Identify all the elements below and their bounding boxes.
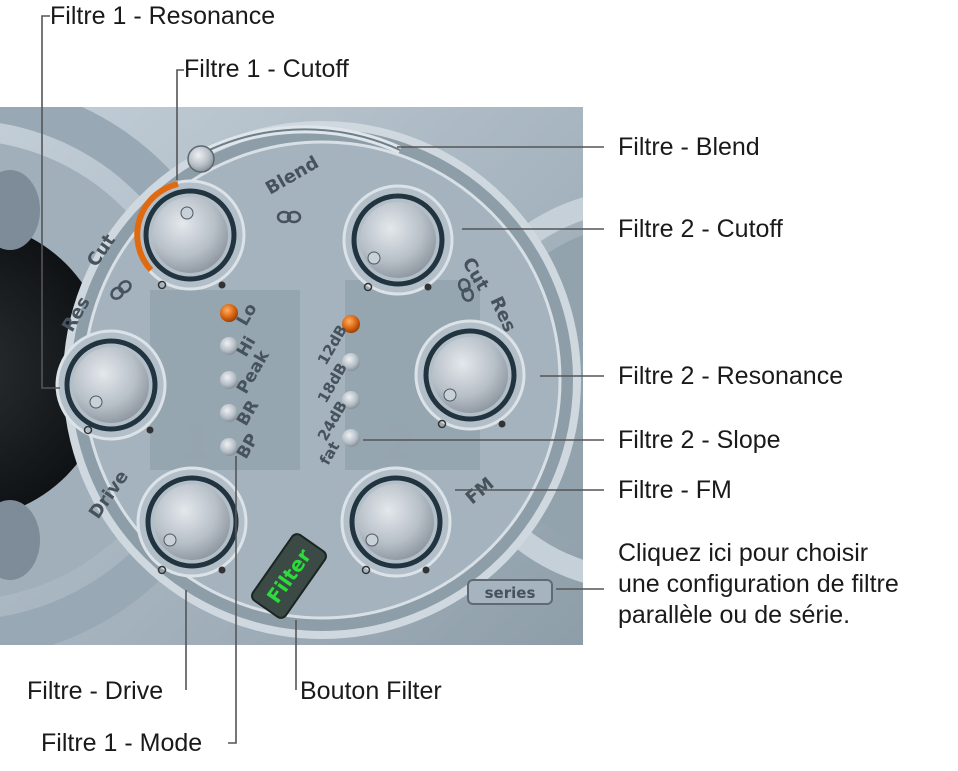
callout-series-note: Cliquez ici pour choisir une configurati… bbox=[618, 538, 899, 631]
blend-slider-thumb[interactable] bbox=[187, 145, 215, 173]
slope-led-18db[interactable] bbox=[342, 353, 360, 371]
callout-filter2-slope: Filtre 2 - Slope bbox=[618, 426, 781, 454]
callout-filter2-cutoff: Filtre 2 - Cutoff bbox=[618, 215, 783, 243]
link-icon bbox=[457, 278, 475, 302]
filter1-resonance-knob[interactable] bbox=[55, 329, 167, 441]
callout-filter1-resonance: Filtre 1 - Resonance bbox=[50, 2, 276, 30]
callout-filter-fm: Filtre - FM bbox=[618, 476, 732, 504]
callout-filter-drive: Filtre - Drive bbox=[27, 677, 164, 705]
filter-drive-knob[interactable] bbox=[136, 466, 248, 578]
callout-filter1-mode: Filtre 1 - Mode bbox=[41, 729, 203, 757]
mode-led-hi[interactable] bbox=[220, 337, 238, 355]
filter1-number: 1 bbox=[180, 416, 213, 472]
leader-lines bbox=[41, 15, 604, 744]
mode-led-br[interactable] bbox=[220, 404, 238, 422]
slope-led-24db[interactable] bbox=[342, 391, 360, 409]
series-button[interactable]: series bbox=[467, 579, 553, 605]
series-note-line-2: une configuration de filtre bbox=[618, 570, 899, 598]
callout-filter-blend: Filtre - Blend bbox=[618, 133, 760, 161]
mode-led-lo[interactable] bbox=[220, 304, 238, 322]
slope-led-fat[interactable] bbox=[342, 429, 360, 447]
series-button-label: series bbox=[485, 584, 536, 602]
series-note-line-1: Cliquez ici pour choisir bbox=[618, 539, 869, 567]
series-note-line-3: parallèle ou de série. bbox=[618, 601, 851, 629]
link-icon bbox=[276, 210, 302, 224]
filter-fm-knob[interactable] bbox=[340, 466, 452, 578]
link-icon bbox=[110, 280, 132, 300]
mode-led-peak[interactable] bbox=[220, 371, 238, 389]
callout-filter1-cutoff: Filtre 1 - Cutoff bbox=[184, 55, 349, 83]
filter2-resonance-knob[interactable] bbox=[414, 319, 526, 431]
callout-filter2-resonance: Filtre 2 - Resonance bbox=[618, 362, 844, 390]
filter2-cutoff-knob[interactable] bbox=[342, 184, 454, 296]
filter1-cutoff-knob[interactable] bbox=[134, 179, 246, 291]
mode-led-bp[interactable] bbox=[220, 438, 238, 456]
slope-led-12db[interactable] bbox=[342, 315, 360, 333]
filter2-number: 2 bbox=[382, 416, 415, 472]
callout-filter-button: Bouton Filter bbox=[300, 677, 442, 705]
